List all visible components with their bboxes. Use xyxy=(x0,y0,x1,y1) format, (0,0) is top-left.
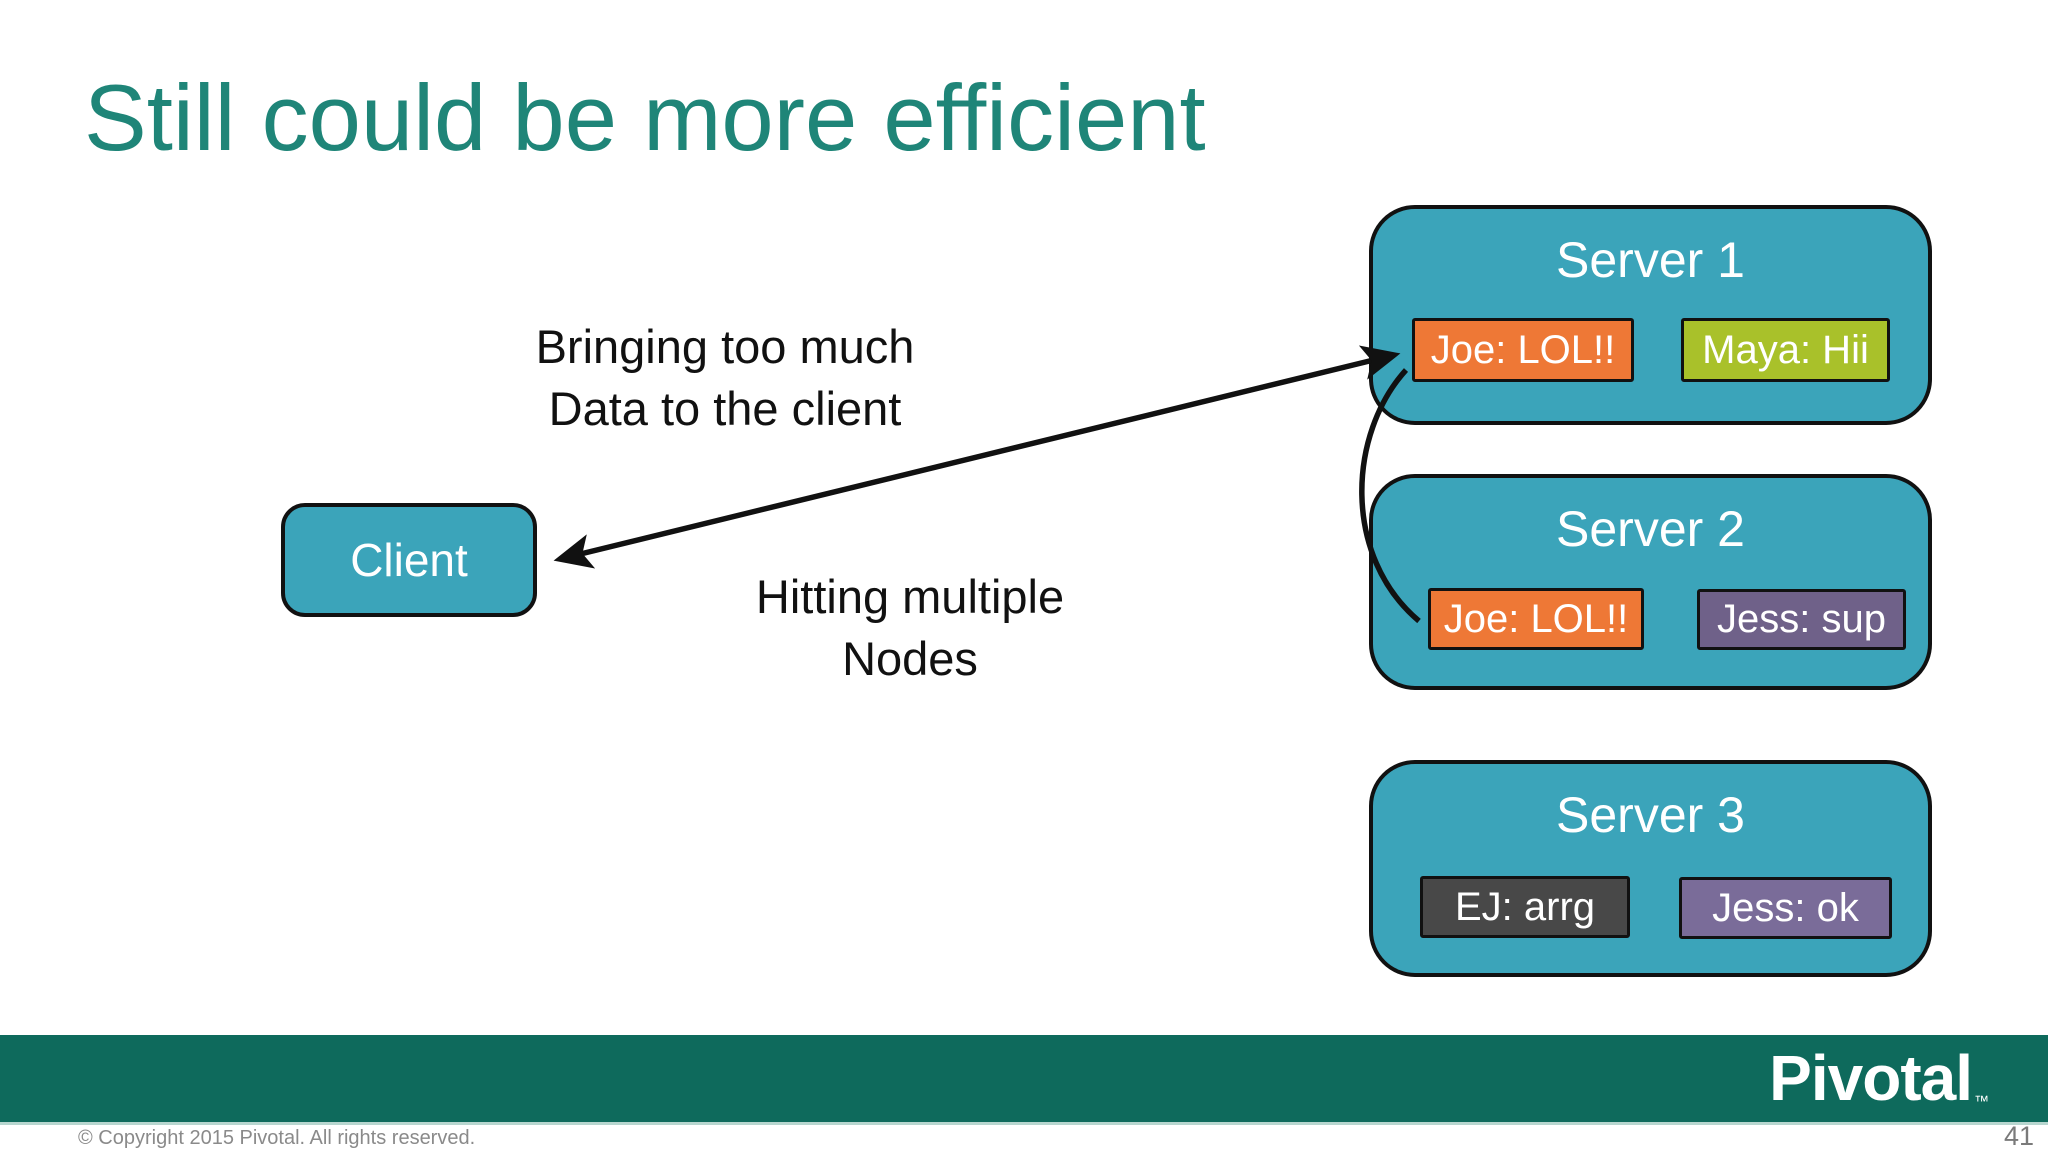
annotation-line: Bringing too much xyxy=(535,320,915,373)
server-3-title: Server 3 xyxy=(1556,787,1745,843)
trademark-symbol: ™ xyxy=(1974,1093,1989,1110)
message-chip: Maya: Hii xyxy=(1681,318,1890,382)
copyright-text: © Copyright 2015 Pivotal. All rights res… xyxy=(78,1127,476,1149)
message-chip: Jess: ok xyxy=(1679,877,1892,939)
server-2-title: Server 2 xyxy=(1556,501,1745,557)
annotation-line: Hitting multiple xyxy=(755,570,1065,623)
message-chip: EJ: arrg xyxy=(1420,876,1630,938)
annotation-line: Data to the client xyxy=(548,382,902,435)
message-chip: Joe: LOL!! xyxy=(1428,588,1644,650)
annotation-line: Nodes xyxy=(842,632,978,685)
annotation-hitting-nodes: Hitting multiple Nodes xyxy=(640,566,1180,690)
server-2-node: Server 2 Joe: LOL!! Jess: sup xyxy=(1369,474,1932,690)
page-number: 41 xyxy=(2003,1121,2034,1151)
message-chip: Joe: LOL!! xyxy=(1412,318,1634,382)
server-3-node: Server 3 EJ: arrg Jess: ok xyxy=(1369,760,1932,977)
pivotal-wordmark: Pivotal xyxy=(1769,1042,1973,1114)
client-label: Client xyxy=(350,534,468,586)
message-chip: Jess: sup xyxy=(1697,589,1906,650)
annotation-bringing-data: Bringing too much Data to the client xyxy=(460,316,990,440)
footer-bar xyxy=(0,1035,2048,1122)
footer-divider xyxy=(0,1122,2048,1125)
server-1-node: Server 1 Joe: LOL!! Maya: Hii xyxy=(1369,205,1932,425)
server-1-title: Server 1 xyxy=(1556,232,1745,288)
slide-title: Still could be more efficient xyxy=(84,65,1206,170)
client-node: Client xyxy=(281,503,537,617)
